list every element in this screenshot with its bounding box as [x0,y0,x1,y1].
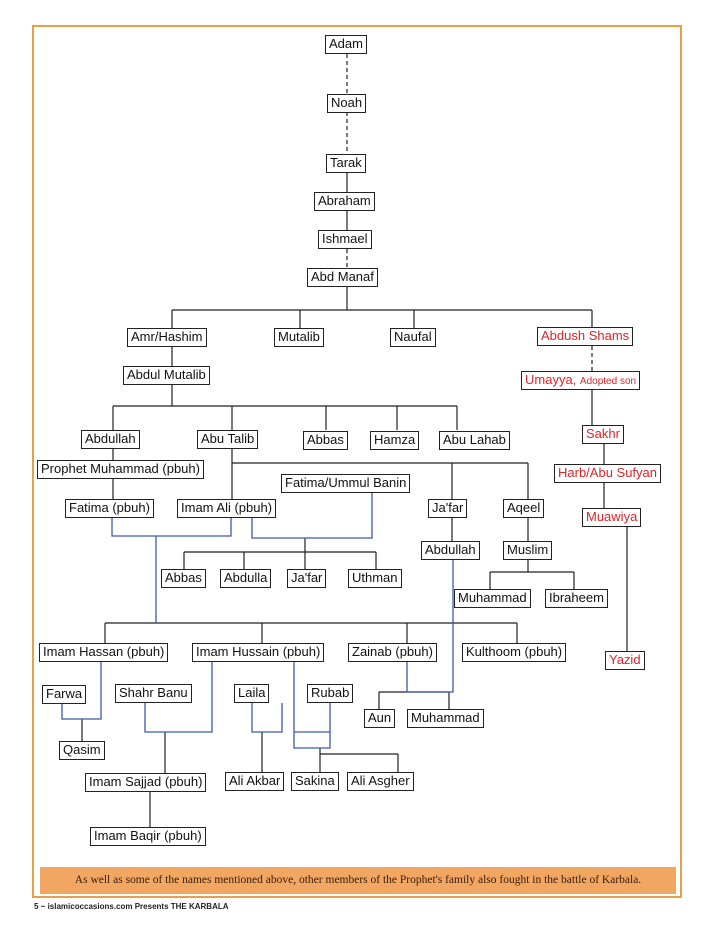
node-imam-baqir: Imam Baqir (pbuh) [90,827,206,846]
node-qasim: Qasim [59,741,105,760]
node-abbas-uncle: Abbas [303,431,348,450]
node-aun: Aun [364,709,396,728]
node-hamza: Hamza [370,431,420,450]
node-abdulla-son: Abdulla [220,569,272,588]
node-abdul-mutalib: Abdul Mutalib [123,366,210,385]
node-fatima: Fatima (pbuh) [65,499,154,518]
node-uthman: Uthman [348,569,402,588]
node-rubab: Rubab [307,684,354,703]
umayya-name: Umayya, [525,372,577,387]
node-adam: Adam [325,35,367,54]
node-amr-hashim: Amr/Hashim [127,328,207,347]
node-abd-manaf: Abd Manaf [307,268,378,287]
node-abdush-shams: Abdush Shams [537,327,634,346]
node-abdullah: Abdullah [81,430,140,449]
node-imam-hassan: Imam Hassan (pbuh) [39,643,169,662]
node-naufal: Naufal [390,328,436,347]
node-abu-lahab: Abu Lahab [439,431,510,450]
page-credit: 5 ~ islamicoccasions.com Presents THE KA… [34,902,229,911]
node-noah: Noah [327,94,367,113]
node-kulthoom: Kulthoom (pbuh) [462,643,567,662]
node-fatima-ummul-banin: Fatima/Ummul Banin [281,474,411,493]
node-sakhr: Sakhr [582,425,624,444]
node-ibraheem: Ibraheem [545,589,608,608]
node-mutalib: Mutalib [274,328,324,347]
node-abdullah-jafar: Abdullah [421,541,480,560]
node-abraham: Abraham [314,192,375,211]
node-abbas-son: Abbas [161,569,206,588]
umayya-note: Adopted son [579,376,637,387]
node-shahr-banu: Shahr Banu [115,684,192,703]
node-muhammad-son-of-zainab: Muhammad [407,709,484,728]
node-ali-akbar: Ali Akbar [225,772,285,791]
node-zainab: Zainab (pbuh) [348,643,437,662]
footer-note: As well as some of the names mentioned a… [40,867,676,894]
node-ishmael: Ishmael [318,230,372,249]
node-jafar-tayyar: Ja'far [428,499,468,518]
node-abu-talib: Abu Talib [197,430,259,449]
node-imam-sajjad: Imam Sajjad (pbuh) [85,773,207,792]
node-imam-ali: Imam Ali (pbuh) [177,499,277,518]
node-umayya: Umayya, Adopted son [521,371,641,390]
node-muslim: Muslim [503,541,553,560]
node-laila: Laila [234,684,270,703]
node-muhammad-son-of-muslim: Muhammad [454,589,531,608]
node-ali-asgher: Ali Asgher [347,772,414,791]
node-jafar-son: Ja'far [287,569,327,588]
node-muawiya: Muawiya [582,508,642,527]
node-imam-hussain: Imam Hussain (pbuh) [192,643,325,662]
node-aqeel: Aqeel [503,499,545,518]
node-prophet-muhammad: Prophet Muhammad (pbuh) [37,460,204,479]
node-sakina: Sakina [291,772,339,791]
node-yazid: Yazid [605,651,645,670]
node-farwa: Farwa [42,685,87,704]
node-harb-abu-sufyan: Harb/Abu Sufyan [554,464,662,483]
node-tarak: Tarak [326,154,366,173]
